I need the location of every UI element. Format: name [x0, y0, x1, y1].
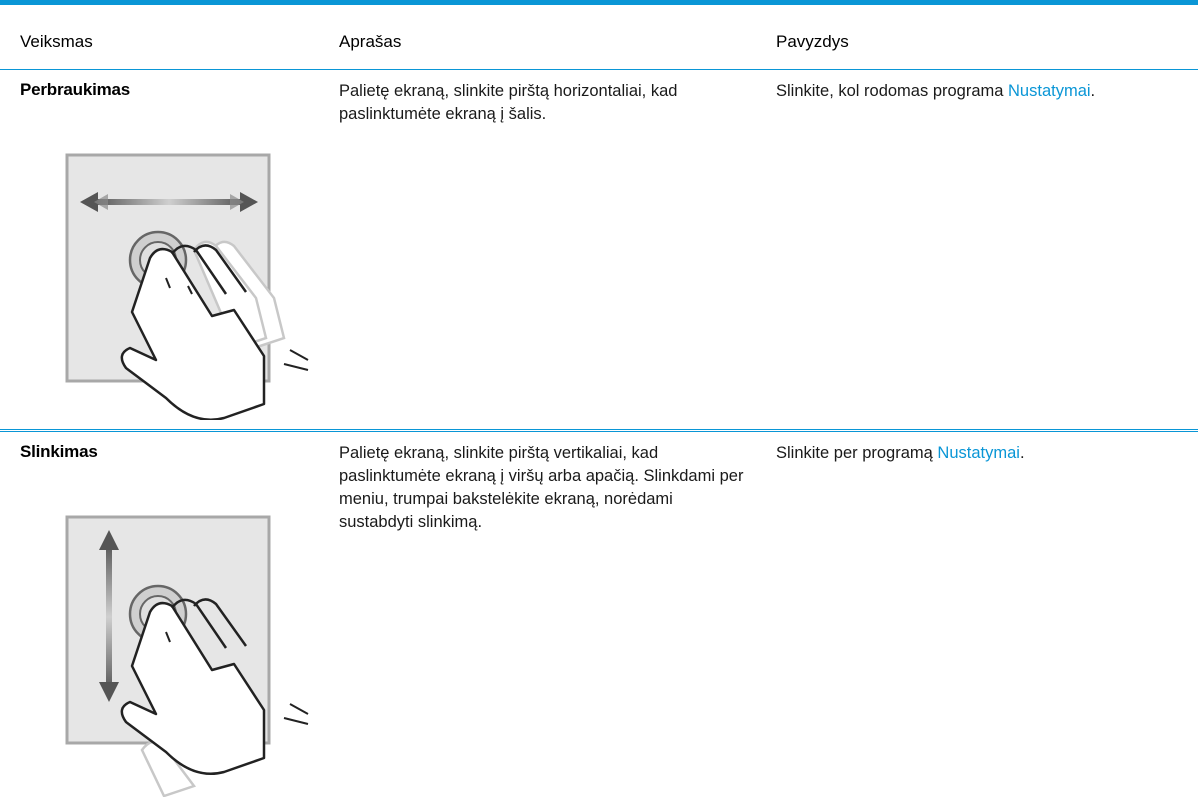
row-description: Palietę ekraną, slinkite pirštą vertikal…	[339, 444, 744, 531]
settings-link[interactable]: Nustatymai	[1008, 82, 1091, 100]
row-example: Slinkite, kol rodomas programa Nustatyma…	[776, 80, 1186, 103]
table-row: Perbraukimas Palietę ekraną, slinkite pi…	[0, 70, 1198, 430]
example-text: Slinkite, kol rodomas programa	[776, 82, 1009, 100]
table-row: Slinkimas Palietę ekraną, slinkite piršt…	[0, 431, 1198, 797]
header-action: Veiksmas	[20, 32, 93, 51]
header-example: Pavyzdys	[776, 32, 849, 51]
swipe-gesture-icon	[65, 153, 309, 420]
row-description: Palietę ekraną, slinkite pirštą horizont…	[339, 82, 678, 123]
row-divider	[0, 429, 1198, 430]
table-top-rule	[0, 0, 1198, 5]
row-action: Perbraukimas	[20, 80, 131, 99]
row-example: Slinkite per programą Nustatymai.	[776, 442, 1186, 465]
example-period: .	[1090, 82, 1096, 100]
table-header: Veiksmas Aprašas Pavyzdys	[0, 5, 1198, 70]
header-description: Aprašas	[339, 32, 402, 51]
scroll-gesture-icon	[65, 515, 309, 797]
example-text: Slinkite per programą	[776, 444, 938, 462]
example-period: .	[1019, 444, 1025, 462]
settings-link[interactable]: Nustatymai	[937, 444, 1020, 462]
row-action: Slinkimas	[20, 442, 98, 461]
